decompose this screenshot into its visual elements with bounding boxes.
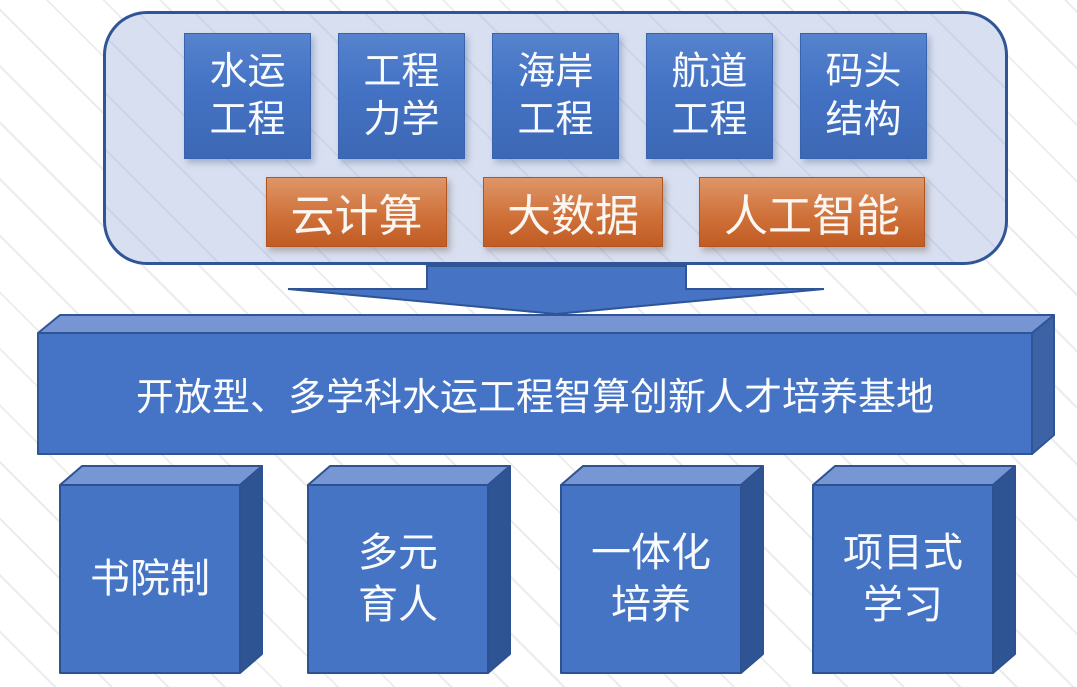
discipline-box-shuiyun-gongcheng: 水运 工程 <box>184 33 311 159</box>
base-bar: 开放型、多学科水运工程智算创新人才培养基地 <box>36 314 1058 456</box>
base-bar-label: 开放型、多学科水运工程智算创新人才培养基地 <box>135 377 934 419</box>
pillar-cube-3d-shape <box>812 465 1016 674</box>
discipline-label-line: 水运 <box>209 51 286 93</box>
pillar-label-line: 育人 <box>358 583 438 627</box>
pillar-cube-3d-shape <box>560 465 764 674</box>
pillar-label: 项目式 学习 <box>813 485 993 673</box>
discipline-label-line: 码头 <box>825 51 902 93</box>
pillar-cube-3d-shape <box>59 465 263 674</box>
tech-label: 云计算 <box>290 192 423 241</box>
top-panel: 水运 工程 工程 力学 海岸 工程 航道 工程 码头 结构 云计算 <box>103 11 1008 265</box>
down-arrow-icon <box>287 265 825 316</box>
pillar-cube-3d-shape <box>307 465 511 674</box>
tech-box-big-data: 大数据 <box>483 177 663 247</box>
pillar-label-line: 项目式 <box>843 531 963 575</box>
discipline-label-line: 力学 <box>363 99 440 141</box>
pillar-label: 一体化 培养 <box>561 485 741 673</box>
pillar-cube-shuyuanzhi: 书院制 <box>58 464 264 675</box>
discipline-box-matou-jiegou: 码头 结构 <box>800 33 927 159</box>
tech-label: 大数据 <box>507 192 639 241</box>
pillar-label-line: 学习 <box>863 583 943 627</box>
discipline-label-line: 工程 <box>363 51 440 93</box>
base-bar-3d-shape <box>37 314 1055 455</box>
tech-box-cloud-computing: 云计算 <box>266 177 447 247</box>
pillar-label-line: 培养 <box>611 583 691 627</box>
tech-label: 人工智能 <box>724 192 900 241</box>
pillar-label-line: 书院制 <box>90 557 210 601</box>
pillar-cube-yitihua-peiyang: 一体化 培养 <box>559 464 765 675</box>
discipline-box-haian-gongcheng: 海岸 工程 <box>492 33 619 159</box>
discipline-label-line: 工程 <box>517 99 594 141</box>
discipline-row: 水运 工程 工程 力学 海岸 工程 航道 工程 码头 结构 <box>106 33 1005 159</box>
discipline-box-gongcheng-lixue: 工程 力学 <box>338 33 465 159</box>
pillar-label: 书院制 <box>60 485 240 673</box>
discipline-label-line: 航道 <box>671 51 748 93</box>
pillar-label-line: 一体化 <box>591 531 711 575</box>
discipline-label-line: 海岸 <box>517 51 594 93</box>
discipline-label-line: 结构 <box>825 99 902 141</box>
discipline-box-hangdao-gongcheng: 航道 工程 <box>646 33 773 159</box>
pillar-cube-duoyuan-yuren: 多元 育人 <box>306 464 512 675</box>
tech-row: 云计算 大数据 人工智能 <box>146 177 1045 247</box>
pillar-label: 多元 育人 <box>308 485 488 673</box>
discipline-label-line: 工程 <box>209 99 286 141</box>
tech-box-ai: 人工智能 <box>699 177 925 247</box>
discipline-label-line: 工程 <box>671 99 748 141</box>
pillar-cube-xiangmushi-xuexi: 项目式 学习 <box>811 464 1017 675</box>
pillar-label-line: 多元 <box>358 531 438 575</box>
